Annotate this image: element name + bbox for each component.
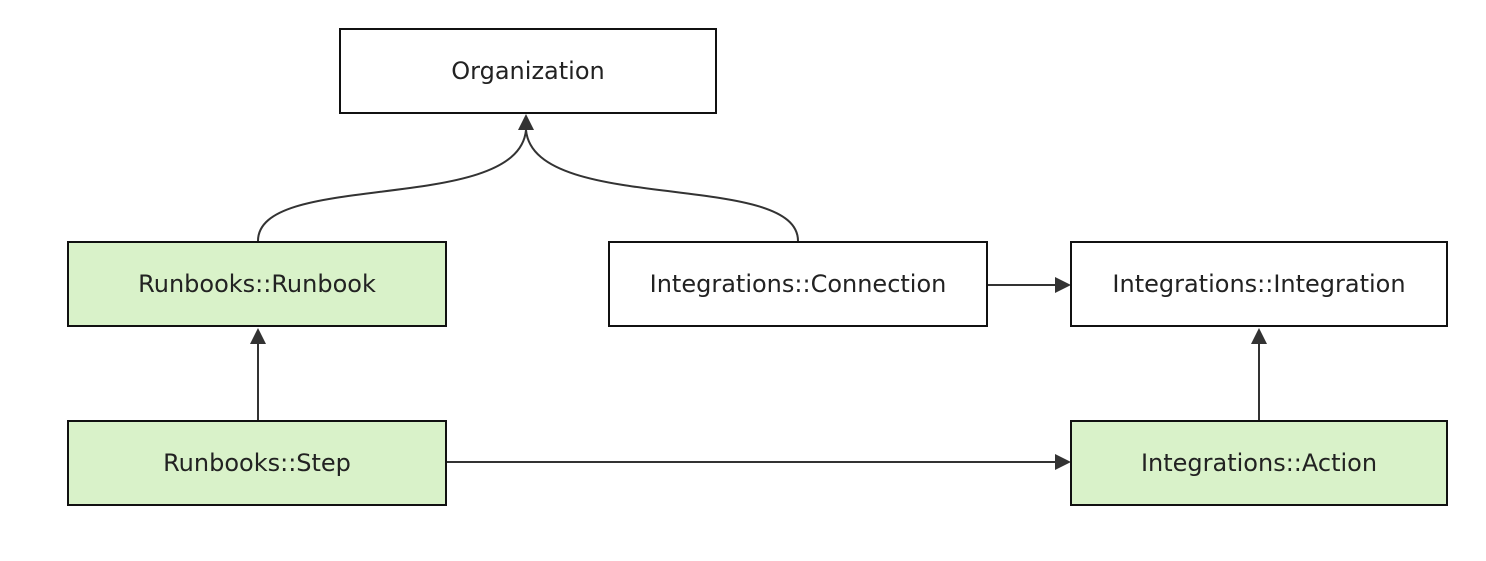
node-connection: Integrations::Connection — [608, 241, 988, 327]
edge-action-to-integration — [1251, 328, 1267, 420]
node-integration: Integrations::Integration — [1070, 241, 1448, 327]
node-integration-label: Integrations::Integration — [1112, 270, 1405, 298]
edge-runbook-to-organization — [257, 114, 534, 242]
node-connection-label: Integrations::Connection — [650, 270, 947, 298]
node-organization: Organization — [339, 28, 717, 114]
arrowhead-icon — [1055, 454, 1071, 470]
arrowhead-icon — [250, 328, 266, 344]
node-runbook-label: Runbooks::Runbook — [138, 270, 376, 298]
edge-step-to-action — [447, 454, 1071, 470]
arrowhead-icon — [518, 114, 534, 130]
edge-connection-to-organization — [525, 129, 799, 242]
node-runbook: Runbooks::Runbook — [67, 241, 447, 327]
node-action: Integrations::Action — [1070, 420, 1448, 506]
edge-connection-to-integration — [988, 277, 1071, 293]
arrowhead-icon — [1055, 277, 1071, 293]
edge-step-to-runbook — [250, 328, 266, 420]
node-action-label: Integrations::Action — [1141, 449, 1377, 477]
arrowhead-icon — [1251, 328, 1267, 344]
node-organization-label: Organization — [451, 57, 604, 85]
node-step: Runbooks::Step — [67, 420, 447, 506]
node-step-label: Runbooks::Step — [163, 449, 351, 477]
